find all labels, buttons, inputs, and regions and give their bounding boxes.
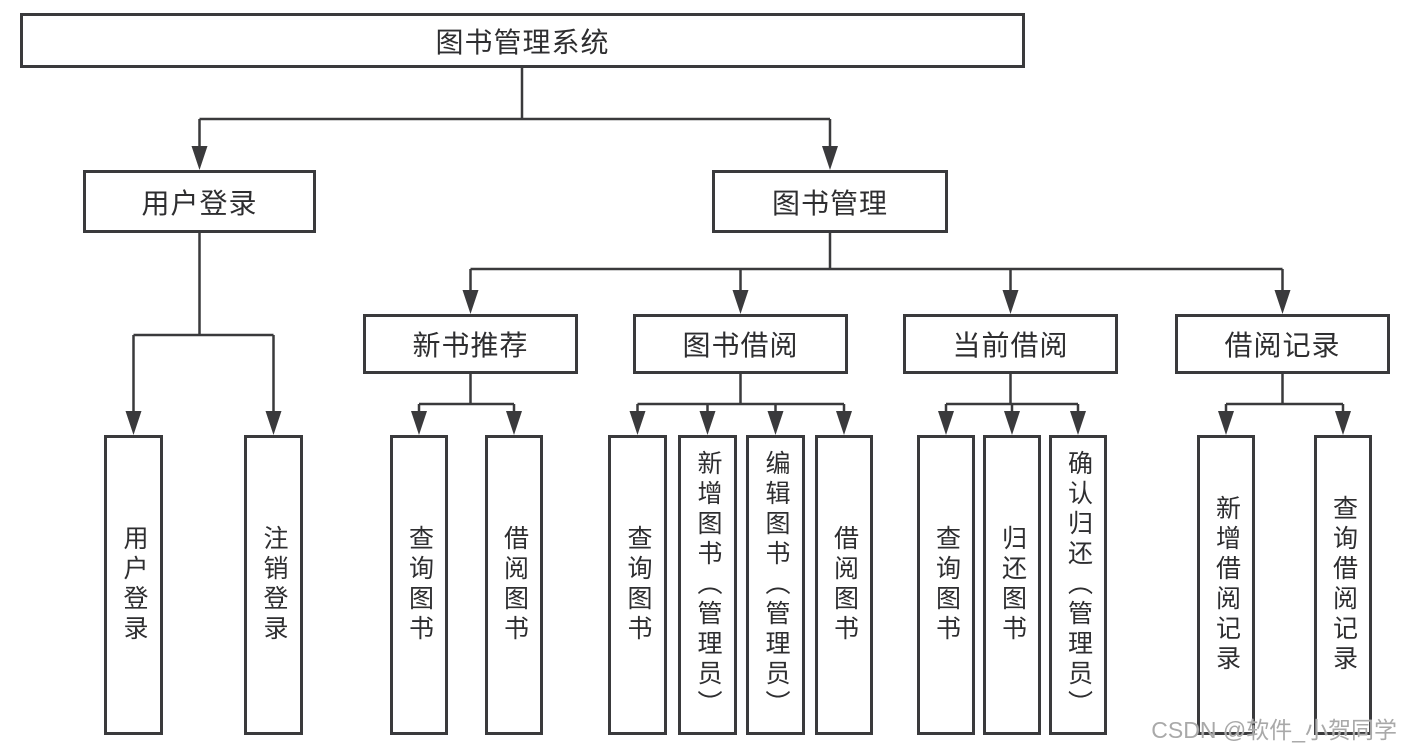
leaf-label: 新增图书（管理员） [694,450,722,720]
node-current-borrowing: 当前借阅 [903,314,1118,374]
node-leaf-cb-return-books: 归还图书 [983,435,1041,735]
leaf-label: 用户登录 [120,525,148,645]
node-leaf-bb-query-books: 查询图书 [608,435,667,735]
watermark: CSDN @软件_小贺同学 [1151,717,1397,743]
leaf-label: 查询借阅记录 [1329,495,1358,675]
leaf-label: 查询图书 [932,525,961,645]
leaf-label: 归还图书 [998,525,1027,645]
node-leaf-rec-borrow-books: 借阅图书 [485,435,543,735]
leaf-label: 借阅图书 [830,525,859,645]
node-book-borrowing: 图书借阅 [633,314,848,374]
node-leaf-cb-query-books: 查询图书 [917,435,975,735]
node-leaf-br-add-record: 新增借阅记录 [1197,435,1255,735]
leaf-label: 查询图书 [405,525,434,645]
node-leaf-bb-borrow-books: 借阅图书 [815,435,873,735]
node-borrowing-records: 借阅记录 [1175,314,1390,374]
node-leaf-cb-confirm-return-admin: 确认归还（管理员） [1049,435,1107,735]
node-library-management-system: 图书管理系统 [20,13,1025,68]
node-leaf-bb-add-books-admin: 新增图书（管理员） [678,435,737,735]
leaf-label: 确认归还（管理员） [1064,450,1093,720]
node-leaf-bb-edit-books-admin: 编辑图书（管理员） [746,435,805,735]
node-new-book-recommend: 新书推荐 [363,314,578,374]
node-book-management: 图书管理 [712,170,948,233]
leaf-label: 编辑图书（管理员） [762,450,790,720]
leaf-label: 借阅图书 [500,525,529,645]
node-leaf-user-login: 用户登录 [104,435,163,735]
leaf-label: 查询图书 [624,525,652,645]
node-user-login: 用户登录 [83,170,316,233]
node-leaf-logout: 注销登录 [244,435,303,735]
node-leaf-br-query-record: 查询借阅记录 [1314,435,1372,735]
node-leaf-rec-query-books: 查询图书 [390,435,448,735]
leaf-label: 新增借阅记录 [1212,495,1241,675]
leaf-label: 注销登录 [260,525,288,645]
